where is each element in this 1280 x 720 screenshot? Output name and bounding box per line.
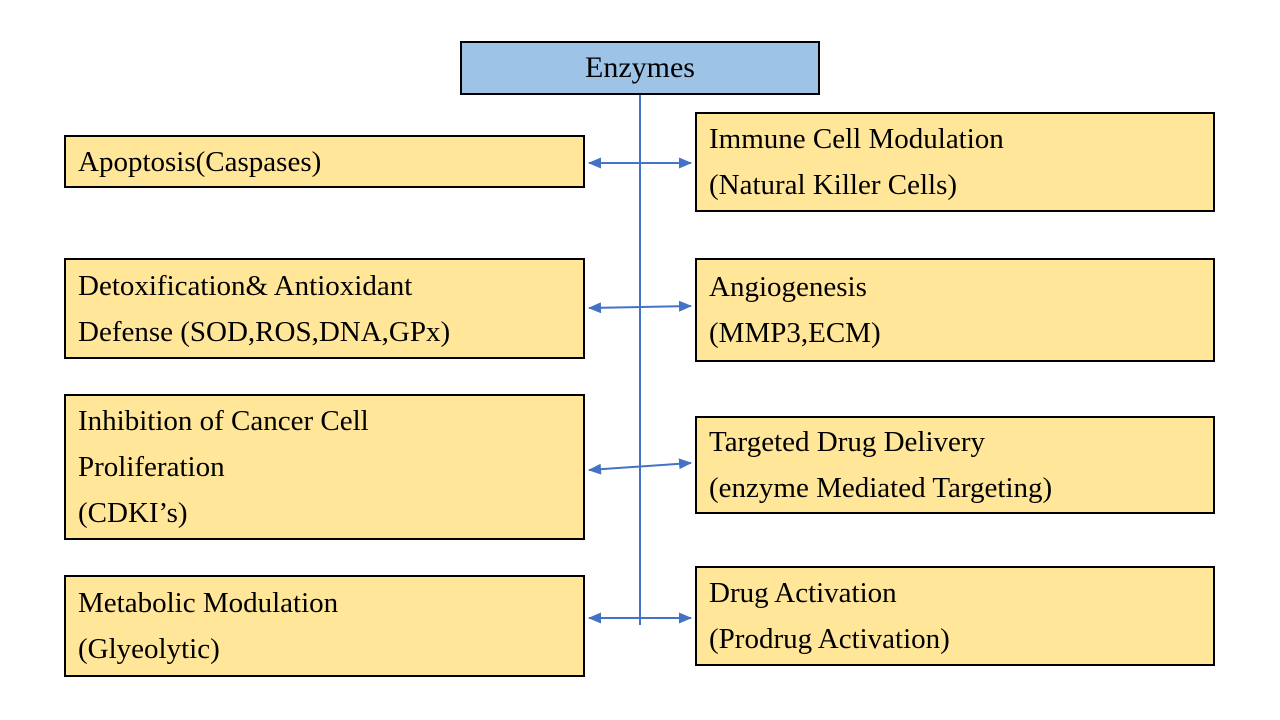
node-line: (CDKI’s) bbox=[78, 497, 188, 529]
node-angiogenesis: Angiogenesis (MMP3,ECM) bbox=[695, 258, 1215, 362]
node-drug-activation: Drug Activation (Prodrug Activation) bbox=[695, 566, 1215, 666]
connector-arrow-angiogenesis bbox=[588, 300, 692, 314]
node-line: (Glyeolytic) bbox=[78, 633, 220, 665]
node-line: Proliferation bbox=[78, 451, 225, 483]
node-enzymes: Enzymes bbox=[460, 41, 820, 95]
node-line: Metabolic Modulation bbox=[78, 587, 339, 619]
node-apoptosis: Apoptosis(Caspases) bbox=[64, 135, 585, 188]
node-metabolic: Metabolic Modulation (Glyeolytic) bbox=[64, 575, 585, 677]
node-line: Angiogenesis bbox=[709, 271, 867, 303]
node-line: (Prodrug Activation) bbox=[709, 623, 950, 655]
node-line: Apoptosis(Caspases) bbox=[78, 145, 322, 178]
node-targeted-drug-delivery: Targeted Drug Delivery (enzyme Mediated … bbox=[695, 416, 1215, 514]
node-line: (enzyme Mediated Targeting) bbox=[709, 472, 1053, 504]
node-line: Inhibition of Cancer Cell bbox=[78, 405, 369, 437]
node-detoxification: Detoxification& Antioxidant Defense (SOD… bbox=[64, 258, 585, 359]
node-line: Immune Cell Modulation bbox=[709, 123, 1004, 155]
node-immune-cell-modulation: Immune Cell Modulation (Natural Killer C… bbox=[695, 112, 1215, 212]
node-line: Detoxification& Antioxidant bbox=[78, 269, 413, 302]
node-enzymes-label: Enzymes bbox=[585, 51, 695, 84]
node-inhibition: Inhibition of Cancer Cell Proliferation … bbox=[64, 394, 585, 540]
connector-arrow-targeted bbox=[588, 458, 692, 475]
node-line: (MMP3,ECM) bbox=[709, 317, 881, 349]
node-line: (Natural Killer Cells) bbox=[709, 169, 958, 201]
node-line: Drug Activation bbox=[709, 577, 897, 609]
node-line: Defense (SOD,ROS,DNA,GPx) bbox=[78, 315, 451, 348]
node-line: Targeted Drug Delivery bbox=[709, 426, 986, 458]
